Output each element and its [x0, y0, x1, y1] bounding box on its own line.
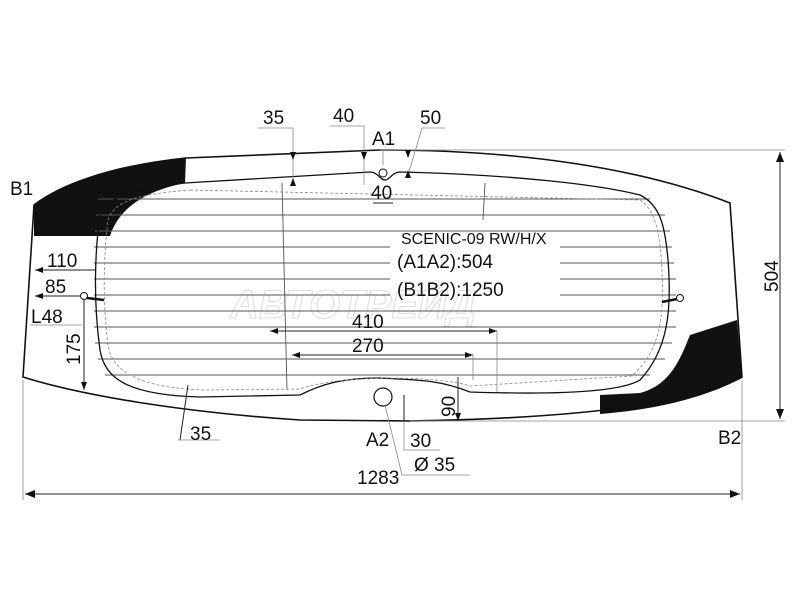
- watermark: АВТОТРЕЙД: [229, 280, 476, 327]
- terminal-left: [80, 292, 105, 302]
- dim-width-270: 270: [352, 336, 384, 357]
- dim-left-110: 110: [47, 251, 77, 272]
- dim-total-width: 1283: [357, 468, 399, 489]
- point-a1-label: A1: [372, 129, 395, 150]
- heated-area-outline: [94, 171, 670, 398]
- a1a2-label: (A1A2):504: [397, 252, 494, 273]
- ceramic-band-top-left: [34, 158, 186, 236]
- terminal-right: [661, 294, 684, 304]
- heating-grid: [94, 182, 676, 391]
- dim-total-height: 504: [762, 260, 783, 292]
- dim-top-35: 35: [263, 108, 284, 129]
- model-label: SCENIC-09 RW/H/X: [401, 231, 547, 248]
- dim-bottom-35: 35: [190, 424, 211, 445]
- dim-hole-diameter: Ø 35: [414, 455, 455, 476]
- dimension-lines: [22, 125, 785, 500]
- notch-circle: [378, 168, 388, 178]
- dim-top-50: 50: [420, 108, 441, 129]
- dimension-arrows: [25, 150, 784, 498]
- point-b2-label: B2: [718, 428, 741, 449]
- dim-left-175: 175: [64, 333, 85, 365]
- hole-circle: [373, 387, 393, 407]
- dim-left-85: 85: [45, 277, 66, 298]
- b1b2-label: (B1B2):1250: [397, 280, 504, 301]
- dim-left-l48: L48: [31, 307, 63, 328]
- point-b1-label: B1: [10, 179, 33, 200]
- dim-bottom-30: 30: [410, 431, 431, 452]
- dim-width-410: 410: [352, 312, 384, 333]
- glass-outline: [22, 149, 743, 422]
- point-a2-label: A2: [366, 430, 389, 451]
- heated-area-outline-secondary: [103, 189, 663, 391]
- dim-top-40: 40: [333, 106, 354, 127]
- dim-notch-40: 40: [371, 183, 392, 204]
- dim-bottom-90: 90: [439, 396, 460, 417]
